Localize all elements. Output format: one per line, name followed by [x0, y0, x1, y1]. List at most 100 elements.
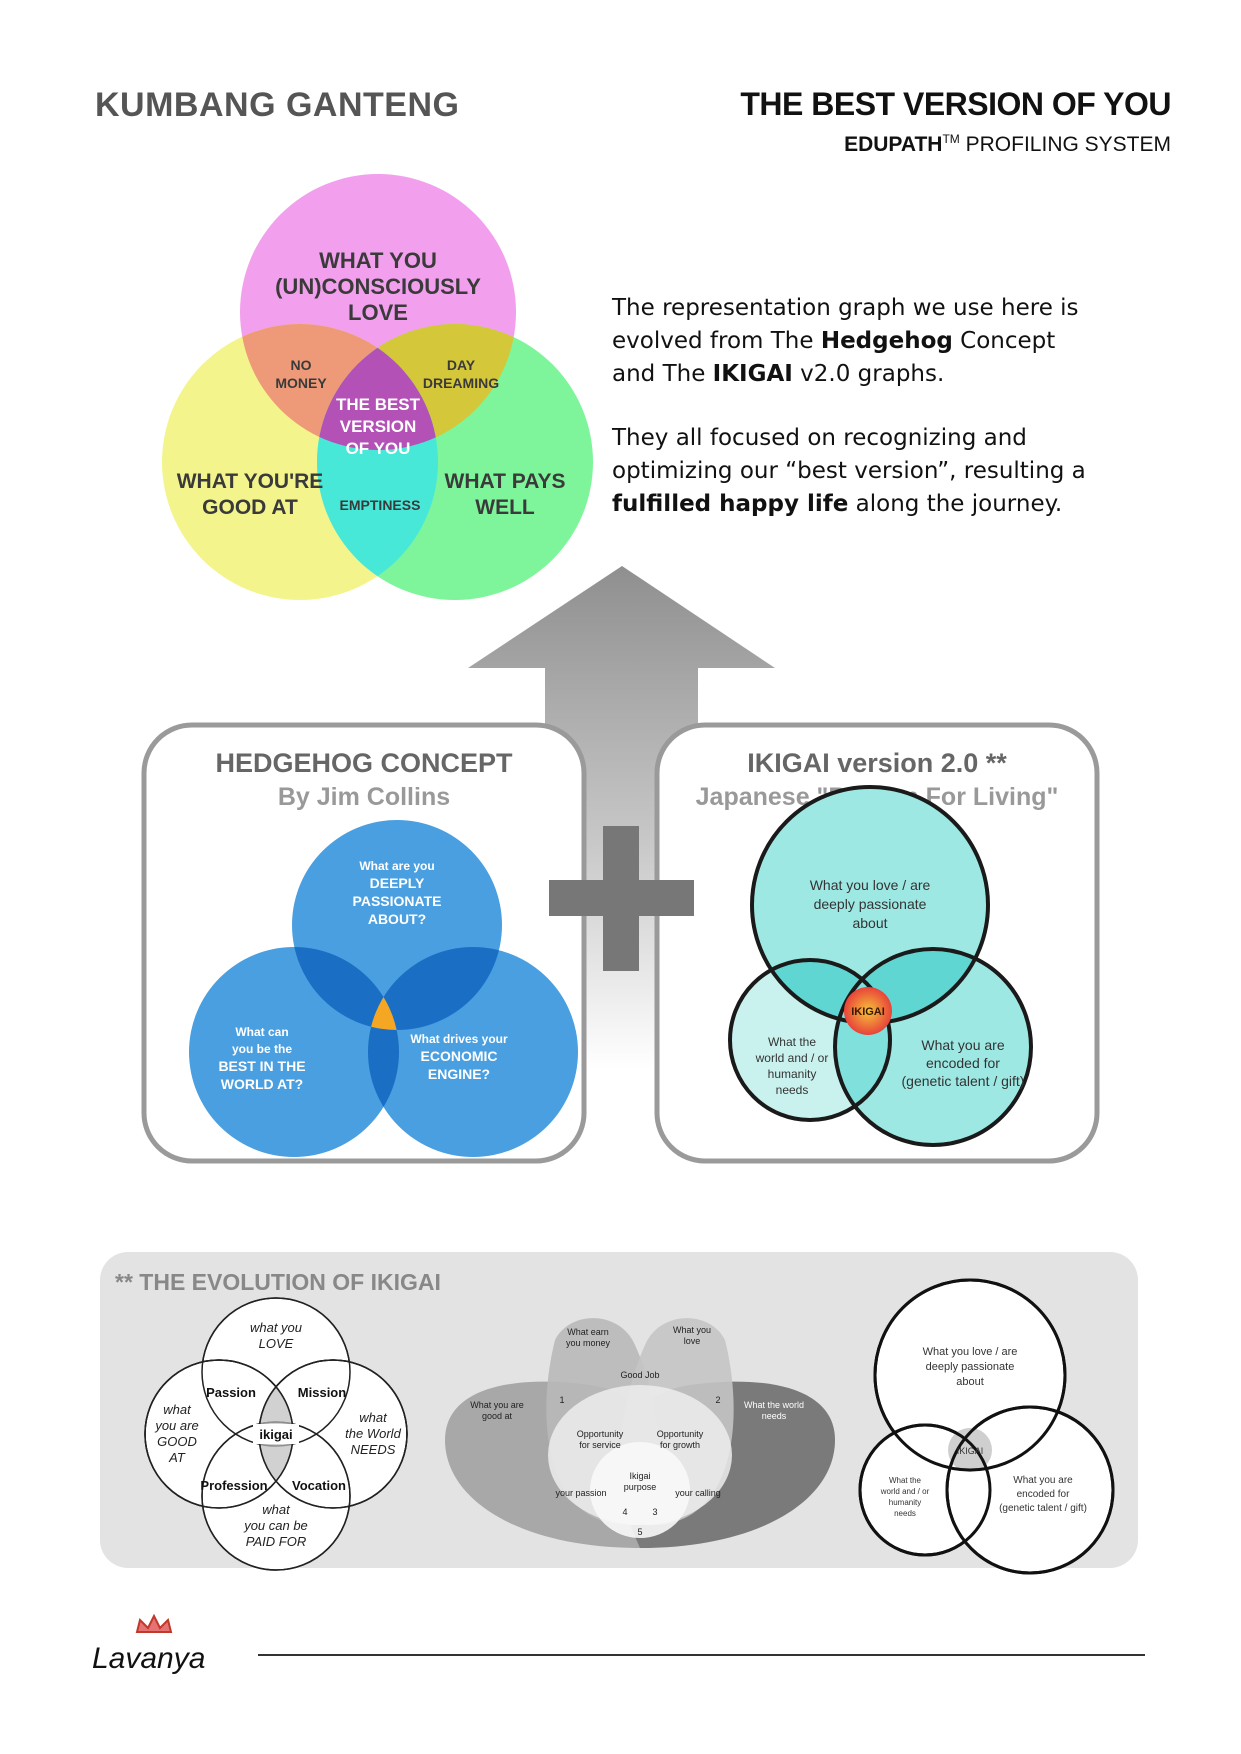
cl-mission: Mission	[298, 1385, 346, 1400]
best-version-label-3: OF YOU	[346, 439, 411, 458]
cl-needs-2: the World	[345, 1426, 401, 1441]
emptiness-label: EMPTINESS	[340, 497, 421, 513]
cl-good-2: you are	[154, 1418, 198, 1433]
pt-opp-growth-2: for growth	[660, 1440, 700, 1450]
ikigai-center-badge	[844, 987, 892, 1035]
pt-n3: 3	[652, 1507, 657, 1517]
cl-paid-1: what	[262, 1502, 291, 1517]
pt-your-passion: your passion	[555, 1488, 606, 1498]
hedgehog-subtitle: By Jim Collins	[278, 783, 450, 811]
pt-world-2: needs	[762, 1411, 787, 1421]
subtitle-rest: PROFILING SYSTEM	[959, 133, 1171, 156]
no-money-label-2: MONEY	[275, 375, 327, 391]
pt-love-2: love	[684, 1336, 701, 1346]
cl-needs-3: NEEDS	[351, 1442, 396, 1457]
hh-top-4: ABOUT?	[368, 911, 426, 927]
pt-opp-service-2: for service	[579, 1440, 621, 1450]
hedgehog-venn: What are you DEEPLY PASSIONATE ABOUT? Wh…	[189, 820, 578, 1157]
subtitle-brand: EDUPATH	[844, 133, 943, 156]
ik-top-3: about	[852, 915, 887, 931]
pt-love-1: What you	[673, 1325, 711, 1335]
hedgehog-bold: Hedgehog	[820, 328, 953, 354]
cl-good-3: GOOD	[157, 1434, 197, 1449]
pt-good-2: good at	[482, 1411, 513, 1421]
pt-n1: 1	[559, 1395, 564, 1405]
small-ikigai-v2-diagram: What you love / are deeply passionate ab…	[858, 1278, 1115, 1575]
love-label-2: (UN)CONSCIOUSLY	[275, 274, 481, 299]
footer-logo: Lavanya	[92, 1613, 205, 1675]
sv2-right-1: What you are	[1013, 1475, 1073, 1486]
cl-good-1: what	[163, 1402, 192, 1417]
hh-left-2: you be the	[232, 1042, 292, 1056]
love-label-1: WHAT YOU	[319, 248, 437, 273]
sv2-top-2: deeply passionate	[926, 1361, 1015, 1373]
hedgehog-title: HEDGEHOG CONCEPT	[215, 748, 513, 778]
classic-ikigai-diagram: what you LOVE what you are GOOD AT what …	[144, 1297, 408, 1571]
intro-text-span: The representation graph we use here is …	[612, 295, 1079, 354]
good-at-label-1: WHAT YOU'RE	[177, 470, 324, 493]
cl-center: ikigai	[259, 1427, 292, 1442]
ik-top-1: What you love / are	[810, 877, 931, 893]
love-label-3: LOVE	[348, 300, 408, 325]
hh-right-3: ENGINE?	[428, 1066, 490, 1082]
intro-text-span: v2.0 graphs.	[792, 361, 945, 387]
ik-left-2: world and / or	[755, 1051, 829, 1065]
document-subtitle: EDUPATHTM PROFILING SYSTEM	[844, 132, 1171, 157]
ik-top-2: deeply passionate	[814, 896, 927, 912]
crown-icon	[135, 1613, 173, 1633]
pt-good-job: Good Job	[620, 1370, 659, 1380]
logo-text: Lavanya	[92, 1642, 205, 1675]
cl-paid-3: PAID FOR	[246, 1534, 306, 1549]
sv2-center: IKIGAI	[957, 1446, 984, 1456]
pt-opp-growth-1: Opportunity	[657, 1429, 704, 1439]
sv2-left-1: What the	[889, 1476, 922, 1485]
pt-purpose-2: purpose	[624, 1482, 657, 1492]
pt-purpose-1: Ikigai	[629, 1471, 650, 1481]
hh-right-2: ECONOMIC	[421, 1048, 498, 1064]
up-arrow-icon	[468, 566, 775, 1070]
intro-paragraph-2: They all focused on recognizing and opti…	[612, 422, 1092, 521]
cl-vocation: Vocation	[292, 1478, 346, 1493]
cl-love-1: what you	[250, 1320, 302, 1335]
best-version-label-1: THE BEST	[336, 395, 421, 414]
hh-top-1: What are you	[359, 859, 434, 873]
pt-n2: 2	[715, 1395, 720, 1405]
hh-left-3: BEST IN THE	[218, 1058, 305, 1074]
cl-profession: Profession	[200, 1478, 267, 1493]
sv2-left-3: humanity	[889, 1498, 921, 1507]
pt-earn-1: What earn	[567, 1327, 609, 1337]
intro-paragraph-1: The representation graph we use here is …	[612, 292, 1092, 391]
document-title: THE BEST VERSION OF YOU	[740, 86, 1171, 122]
plus-icon	[549, 826, 694, 971]
sv2-left-4: needs	[894, 1509, 916, 1518]
cl-needs-1: what	[359, 1410, 388, 1425]
good-at-label-2: GOOD AT	[202, 496, 298, 519]
ik-left-3: humanity	[768, 1067, 817, 1081]
pt-earn-2: you money	[566, 1338, 611, 1348]
intro-text-span: They all focused on recognizing and opti…	[612, 425, 1086, 484]
pt-world-1: What the world	[744, 1400, 804, 1410]
pt-n5: 5	[637, 1527, 642, 1537]
ikigai-bold: IKIGAI	[712, 361, 793, 387]
sv2-right-2: encoded for	[1017, 1489, 1070, 1500]
cl-paid-2: you can be	[243, 1518, 308, 1533]
pays-well-label-2: WELL	[475, 496, 535, 519]
ik-right-1: What you are	[921, 1037, 1004, 1053]
sv2-left-2: world and / or	[880, 1487, 930, 1496]
intro-text-span: Concept and The	[612, 328, 1056, 387]
person-name: KUMBANG GANTENG	[95, 86, 460, 124]
hh-left-4: WORLD AT?	[221, 1076, 303, 1092]
cl-passion: Passion	[206, 1385, 256, 1400]
best-version-label-2: VERSION	[340, 417, 417, 436]
hh-left-1: What can	[235, 1025, 288, 1039]
hh-top-3: PASSIONATE	[353, 893, 442, 909]
ik-right-3: (genetic talent / gift)	[902, 1073, 1025, 1089]
no-money-label-1: NO	[291, 357, 312, 373]
pt-good-1: What you are	[470, 1400, 524, 1410]
ik-left-1: What the	[768, 1035, 816, 1049]
cl-good-4: AT	[168, 1450, 186, 1465]
pays-well-label-1: WHAT PAYS	[445, 470, 566, 493]
evolution-title: ** THE EVOLUTION OF IKIGAI	[115, 1269, 441, 1295]
petal-ikigai-diagram: What earn you money What you love What y…	[445, 1318, 835, 1548]
